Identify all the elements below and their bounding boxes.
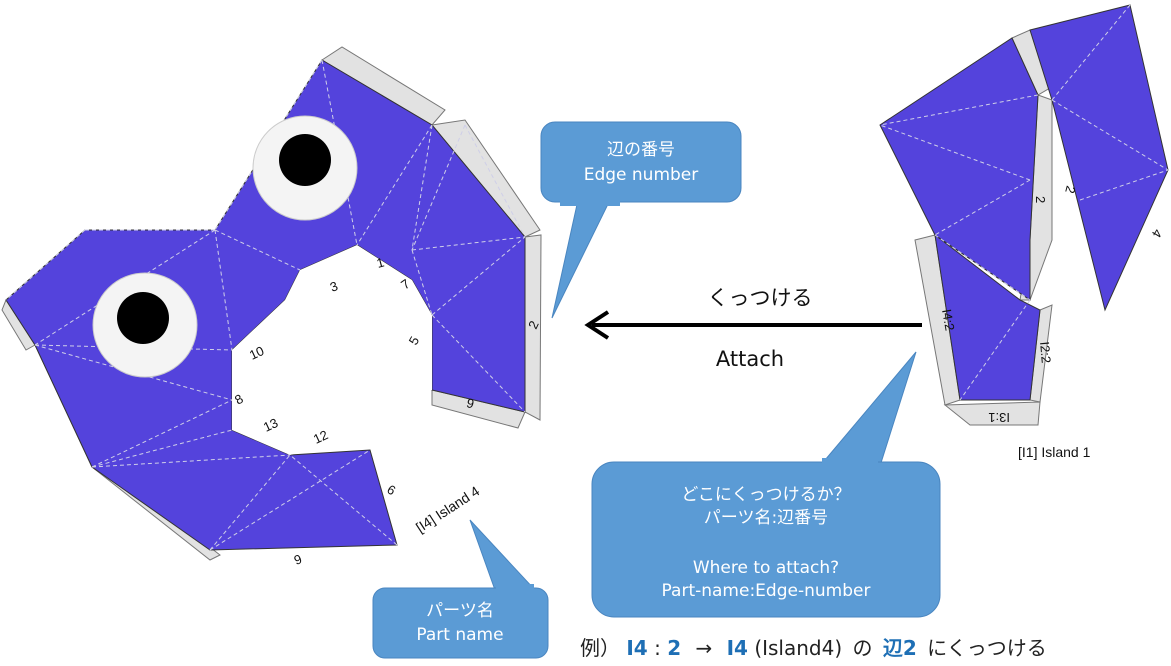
island1-edge-I2-2: I2:2	[1037, 341, 1054, 364]
callout-edge-number-en: Edge number	[584, 165, 699, 185]
callout-part-name: パーツ名 Part name	[372, 519, 549, 659]
example-suffix: にくっつける	[927, 636, 1047, 660]
edge-number-12: 12	[311, 427, 330, 447]
island4-label: [I4] Island 4	[413, 483, 483, 536]
island1-label: [I1] Island 1	[1018, 444, 1091, 460]
example-arrow: →	[695, 636, 712, 660]
edge-number-6b: 6	[465, 395, 476, 411]
example-no: の	[853, 636, 873, 660]
callout-edge-number: 辺の番号 Edge number	[540, 121, 742, 319]
callout-where-attach-en1: Where to attach?	[693, 558, 839, 578]
example-colon: :	[654, 636, 661, 660]
callout-part-name-jp: パーツ名	[426, 601, 494, 621]
eye-lower	[92, 272, 198, 378]
island1-part: 2 2 4 I4:2 I2:2 I3:1 [I1] Island 1	[879, 4, 1169, 460]
edge-number-10: 10	[247, 343, 266, 363]
attach-label-jp: くっつける	[708, 286, 813, 310]
callout-where-attach-jp2: パーツ名:辺番号	[704, 508, 828, 528]
example-prefix: 例）	[580, 636, 620, 660]
example-paren: (Island4)	[754, 636, 842, 660]
edge-number-3: 3	[328, 278, 340, 295]
callout-where-attach: どこにくっつけるか？ パーツ名:辺番号 Where to attach? Par…	[591, 351, 941, 618]
island1-edge-I4-2: I4:2	[939, 308, 958, 332]
example-edge: 辺2	[883, 636, 917, 660]
island1-upper-right	[1029, 4, 1169, 312]
edge-number-1: 1	[375, 255, 386, 271]
island1-glue-tabs	[914, 29, 1056, 426]
island1-edge-2a: 2	[1033, 196, 1048, 203]
example-ref-edge: 2	[667, 636, 681, 660]
eye-upper	[252, 115, 358, 221]
island1-lower	[934, 233, 1041, 401]
callout-where-attach-jp1: どこにくっつけるか？	[681, 485, 850, 505]
island4-part: 1 3 7 5 2 10 8 13 12 6 9 6 [I4] Island 4	[1, 46, 542, 568]
example-ref-part: I4	[626, 636, 647, 660]
island1-edge-4: 4	[1149, 227, 1166, 241]
edge-number-6: 6	[385, 482, 399, 499]
attach-arrow: くっつける Attach	[584, 286, 922, 371]
example-line: 例） I4 : 2 → I4 (Island4) の 辺2 にくっつける	[580, 636, 1047, 660]
island1-edge-I3-1: I3:1	[988, 410, 1010, 425]
island1-crease-lines	[879, 4, 1169, 401]
example-part: I4	[727, 636, 748, 660]
callout-where-attach-en2: Part-name:Edge-number	[662, 581, 871, 601]
island1-edge-2b: 2	[1062, 184, 1078, 195]
edge-number-9: 9	[292, 551, 304, 568]
callout-edge-number-jp: 辺の番号	[607, 140, 675, 160]
attach-label-en: Attach	[716, 347, 784, 371]
callout-part-name-en: Part name	[416, 625, 503, 645]
edge-number-13: 13	[261, 415, 280, 435]
